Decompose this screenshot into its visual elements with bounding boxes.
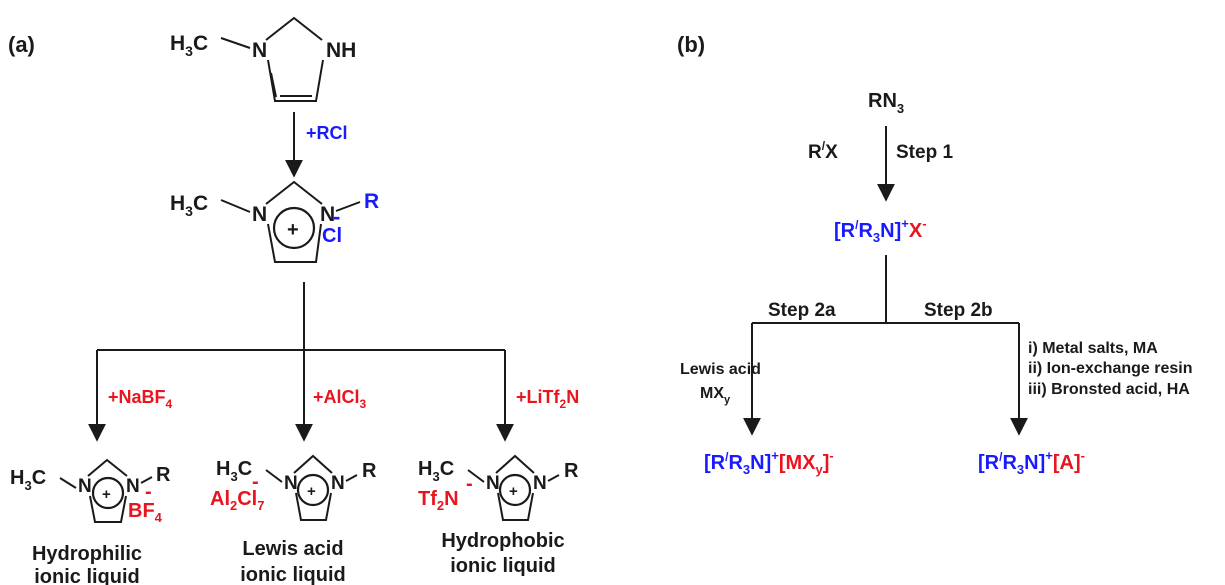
bf4-anion: BF4 xyxy=(128,500,163,525)
methyl-group: H3C xyxy=(170,32,208,59)
step1-reagent: R/X xyxy=(808,139,838,163)
step2b-option-3: iii) Bronsted acid, HA xyxy=(1028,381,1190,398)
panel-a-label: (a) xyxy=(8,32,35,57)
svg-text:+: + xyxy=(287,219,299,241)
svg-text:R: R xyxy=(156,464,171,486)
label-hydrophobic-l2: ionic liquid xyxy=(450,555,556,577)
step2a-label: Step 2a xyxy=(768,300,836,321)
step2b-option-1: i) Metal salts, MA xyxy=(1028,340,1158,357)
imidazolium-chloride: H3C N N + R Cl - xyxy=(170,180,379,263)
svg-text:N: N xyxy=(320,203,335,226)
tf2n-anion: Tf2N xyxy=(418,488,459,513)
r-group: R xyxy=(364,190,379,213)
reagent-rcl: +RCl xyxy=(306,123,348,143)
product-exchange-salt: [R/R3N]+[A]- xyxy=(978,448,1085,477)
svg-text:+: + xyxy=(102,486,111,503)
svg-text:-: - xyxy=(466,473,473,495)
reagent-litf2n: +LiTf2N xyxy=(516,387,579,411)
label-hydrophobic-l1: Hydrophobic xyxy=(441,530,564,552)
product-hydrophilic: H3C N N + R BF4 - xyxy=(10,458,171,525)
step2b-label: Step 2b xyxy=(924,300,993,321)
product-lewis-acid: H3C N N + R Al2Cl7 - xyxy=(210,454,377,521)
reagent-alcl3: +AlCl3 xyxy=(313,387,367,411)
svg-text:N: N xyxy=(486,473,500,494)
svg-text:N: N xyxy=(331,473,345,494)
svg-text:H3C: H3C xyxy=(216,458,252,484)
n1-atom: N xyxy=(252,39,267,62)
svg-text:-: - xyxy=(333,204,340,229)
label-hydrophilic-l2: ionic liquid xyxy=(34,566,140,585)
step2a-reagent-l2: MXy xyxy=(700,385,731,406)
methylimidazole-molecule: H3C N NH xyxy=(170,16,356,102)
svg-text:N: N xyxy=(126,476,140,497)
chloride-anion: Cl xyxy=(322,225,342,247)
svg-text:N: N xyxy=(252,203,267,226)
svg-text:N: N xyxy=(284,473,298,494)
label-lewis-l2: ionic liquid xyxy=(240,564,346,585)
svg-text:+: + xyxy=(509,483,518,500)
label-hydrophilic-l1: Hydrophilic xyxy=(32,543,142,565)
panel-b-label: (b) xyxy=(677,32,705,57)
reagent-nabf4: +NaBF4 xyxy=(108,387,173,411)
svg-text:-: - xyxy=(252,471,259,493)
product-hydrophobic: H3C N N + R Tf2N - xyxy=(418,454,579,521)
svg-text:H3C: H3C xyxy=(10,467,46,493)
step2b-option-2: ii) Ion-exchange resin xyxy=(1028,360,1192,377)
start-rn3: RN3 xyxy=(868,90,904,116)
svg-text:R: R xyxy=(362,460,377,482)
step1-label: Step 1 xyxy=(896,142,953,163)
svg-text:H3C: H3C xyxy=(418,458,454,484)
step2a-reagent-l1: Lewis acid xyxy=(680,361,761,378)
svg-text:R: R xyxy=(564,460,579,482)
quaternary-salt: [R/R3N]+X- xyxy=(834,216,927,245)
label-lewis-l1: Lewis acid xyxy=(242,538,343,560)
svg-text:+: + xyxy=(307,483,316,500)
product-lewis-salt: [R/R3N]+[MXy]- xyxy=(704,448,834,477)
svg-text:H3C: H3C xyxy=(170,192,208,219)
nh-atom: NH xyxy=(326,39,356,62)
al2cl7-anion: Al2Cl7 xyxy=(210,488,264,513)
svg-text:N: N xyxy=(78,476,92,497)
svg-text:-: - xyxy=(145,481,152,503)
svg-text:N: N xyxy=(533,473,547,494)
